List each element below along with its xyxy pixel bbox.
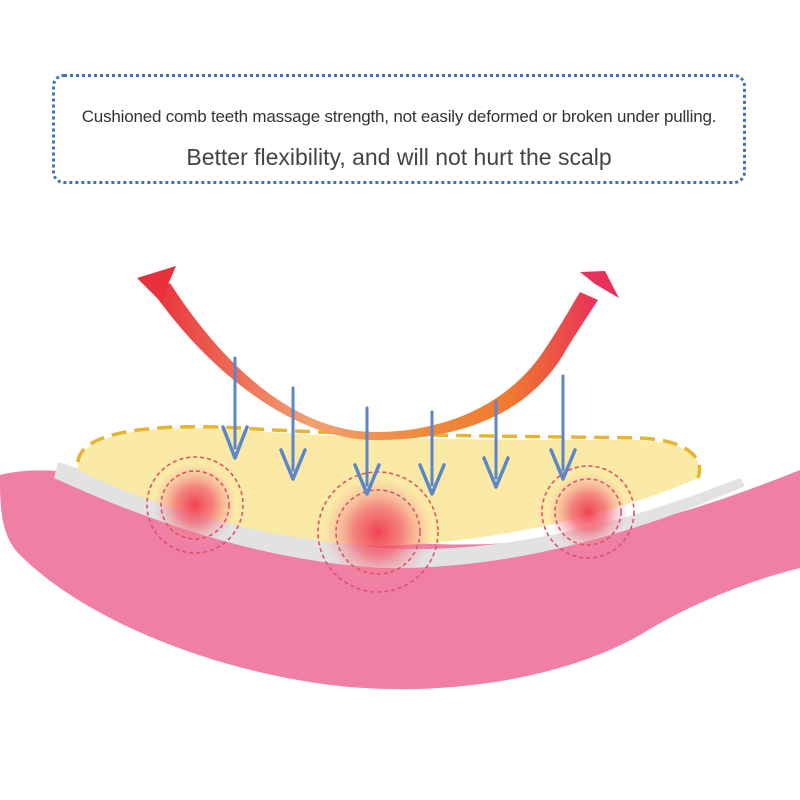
massage-point-1-ring-inner bbox=[160, 470, 230, 540]
pressure-arrow-5-head bbox=[482, 456, 510, 489]
pressure-arrow-4 bbox=[418, 410, 446, 496]
flex-arrow-head-left bbox=[137, 266, 176, 303]
pressure-arrows bbox=[221, 356, 577, 496]
massage-point-3-glow bbox=[548, 472, 628, 552]
caption-box: Cushioned comb teeth massage strength, n… bbox=[52, 74, 746, 184]
pressure-arrow-3 bbox=[353, 406, 381, 496]
massage-point-2-ring-inner bbox=[335, 489, 421, 575]
pressure-arrow-1 bbox=[221, 356, 249, 460]
pressure-arrow-2-head bbox=[279, 448, 307, 481]
massage-point-1-ring-outer bbox=[146, 456, 244, 554]
massage-point-3-ring-inner bbox=[554, 478, 622, 546]
massage-point-2 bbox=[317, 471, 439, 593]
massage-point-3 bbox=[541, 465, 635, 559]
pressure-arrow-6 bbox=[549, 374, 577, 481]
pressure-arrow-1-head bbox=[221, 425, 249, 460]
pressure-arrow-2 bbox=[279, 386, 307, 481]
flex-arrow-head-right bbox=[580, 271, 619, 298]
flex-arrow-body bbox=[153, 283, 598, 440]
pressure-arrow-5 bbox=[482, 400, 510, 489]
caption-line-2: Better flexibility, and will not hurt th… bbox=[186, 144, 612, 170]
caption-line-1: Cushioned comb teeth massage strength, n… bbox=[81, 107, 717, 126]
flex-arrow bbox=[137, 266, 619, 440]
massage-point-1-glow bbox=[153, 463, 237, 547]
pressure-arrow-3-head bbox=[353, 463, 381, 496]
pressure-arrow-4-head bbox=[418, 463, 446, 496]
pressure-arrow-6-head bbox=[549, 448, 577, 481]
massage-point-1 bbox=[146, 456, 244, 554]
massage-point-2-ring-outer bbox=[317, 471, 439, 593]
massage-point-3-ring-outer bbox=[541, 465, 635, 559]
massage-point-2-glow bbox=[323, 477, 433, 587]
